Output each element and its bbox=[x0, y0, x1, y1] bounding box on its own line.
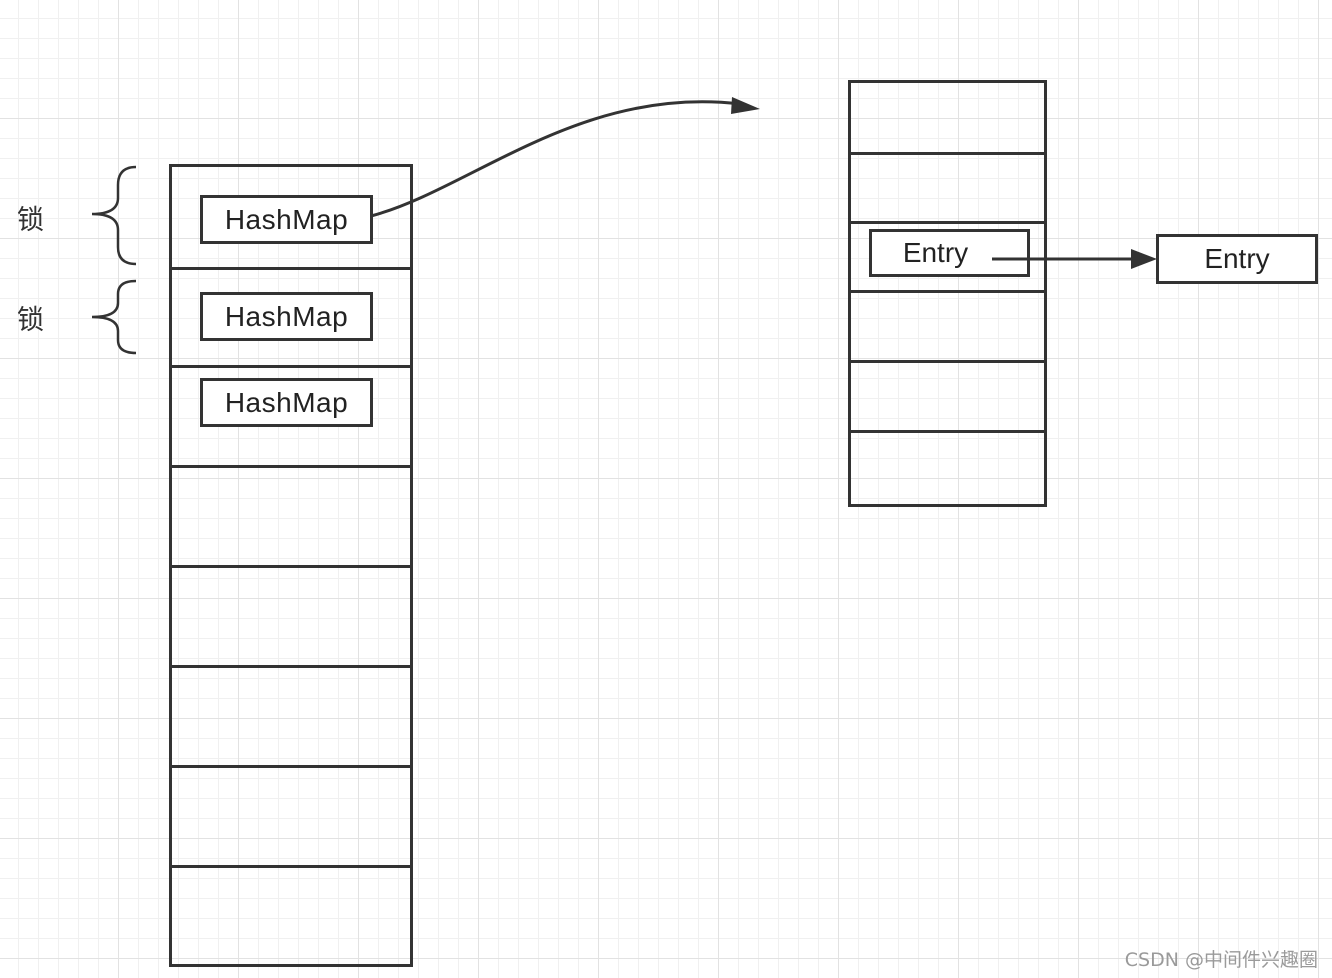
segment-cell-6 bbox=[172, 665, 410, 768]
entry-box-next: Entry bbox=[1156, 234, 1318, 284]
lock-label-1: 锁 bbox=[17, 205, 44, 236]
hashmap-box-1: HashMap bbox=[200, 195, 373, 244]
lock-brace-1 bbox=[91, 165, 137, 266]
segment-cell-7 bbox=[172, 765, 410, 868]
hashmap-box-3: HashMap bbox=[200, 378, 373, 427]
entry-next-arrowhead bbox=[1131, 249, 1157, 269]
table-cell-3: Entry bbox=[851, 221, 1044, 293]
segment-cell-1: HashMap bbox=[172, 167, 410, 270]
entry-box-inner: Entry bbox=[869, 229, 1030, 277]
lock-brace-2 bbox=[91, 279, 137, 355]
segment-cell-2: HashMap bbox=[172, 267, 410, 368]
segment-array: HashMap HashMap HashMap bbox=[169, 164, 413, 967]
segment-cell-5 bbox=[172, 565, 410, 668]
table-cell-2 bbox=[851, 152, 1044, 224]
lock-label-2: 锁 bbox=[17, 305, 44, 336]
watermark: CSDN @中间件兴趣圈 bbox=[1124, 949, 1318, 971]
hash-table-array: Entry bbox=[848, 80, 1047, 507]
segment-to-table-arrowhead bbox=[731, 97, 760, 114]
table-cell-1 bbox=[851, 83, 1044, 155]
hashmap-box-2: HashMap bbox=[200, 292, 373, 341]
table-cell-5 bbox=[851, 360, 1044, 433]
segment-to-table-arrow bbox=[370, 100, 741, 218]
segment-cell-4 bbox=[172, 465, 410, 568]
table-cell-4 bbox=[851, 290, 1044, 363]
segment-cell-3: HashMap bbox=[172, 365, 410, 468]
